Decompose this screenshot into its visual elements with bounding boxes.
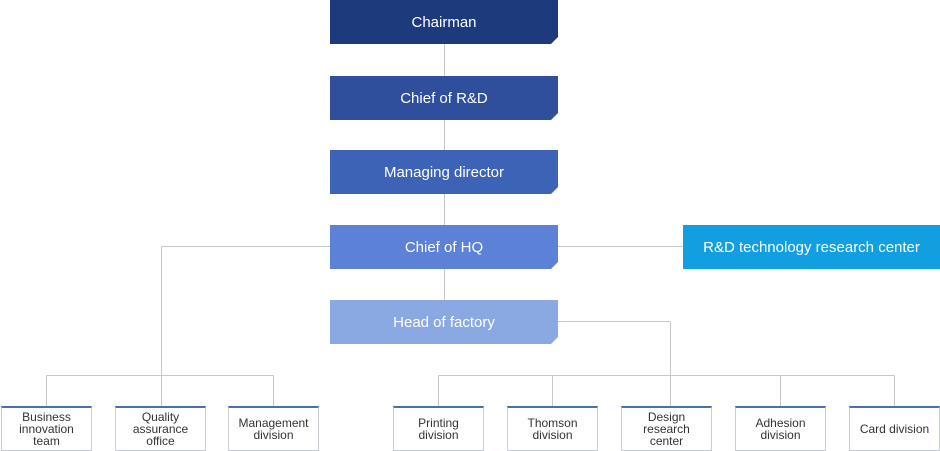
chief-hq-label: Chief of HQ bbox=[404, 238, 484, 256]
design-research-center-box: Design research center bbox=[621, 406, 712, 451]
unit-label-line: Thomson bbox=[527, 416, 578, 430]
chief-hq-box: Chief of HQ bbox=[330, 225, 558, 269]
unit-label-line: research bbox=[643, 422, 690, 436]
chief-rd-label: Chief of R&D bbox=[400, 89, 488, 107]
unit-label-line: Management bbox=[238, 416, 309, 430]
chief-rd-box: Chief of R&D bbox=[330, 76, 558, 120]
managing-director-label: Managing director bbox=[383, 163, 505, 181]
management-division-box: Management division bbox=[228, 406, 319, 451]
unit-label-line: office bbox=[146, 434, 175, 448]
unit-label-line: innovation bbox=[19, 422, 74, 436]
unit-label-line: division bbox=[532, 428, 573, 442]
unit-label-line: Quality bbox=[141, 410, 180, 424]
printing-division-box: Printing division bbox=[393, 406, 484, 451]
unit-label-line: division bbox=[418, 428, 459, 442]
chairman-box: Chairman bbox=[330, 0, 558, 44]
unit-label-line: center bbox=[649, 434, 684, 448]
unit-label-line: division bbox=[253, 428, 294, 442]
card-division-box: Card division bbox=[849, 406, 940, 451]
rd-center-box: R&D technology research center bbox=[683, 225, 940, 269]
quality-assurance-office-box: Quality assurance office bbox=[115, 406, 206, 451]
business-innovation-team-box: Business innovation team bbox=[1, 406, 92, 451]
unit-label-line: assurance bbox=[132, 422, 189, 436]
adhesion-division-box: Adhesion division bbox=[735, 406, 826, 451]
unit-label-line: Business bbox=[22, 410, 71, 424]
chairman-label: Chairman bbox=[411, 13, 477, 31]
unit-label-line: division bbox=[760, 428, 801, 442]
unit-label-line: Design bbox=[647, 410, 686, 424]
head-of-factory-box: Head of factory bbox=[330, 300, 558, 344]
unit-label-line: team bbox=[33, 434, 60, 448]
managing-director-box: Managing director bbox=[330, 150, 558, 194]
unit-label-line: Printing bbox=[418, 416, 459, 430]
unit-label-line: Card division bbox=[859, 422, 930, 436]
thomson-division-box: Thomson division bbox=[507, 406, 598, 451]
head-of-factory-label: Head of factory bbox=[393, 313, 495, 331]
rd-center-label: R&D technology research center bbox=[703, 238, 920, 256]
unit-label-line: Adhesion bbox=[755, 416, 806, 430]
